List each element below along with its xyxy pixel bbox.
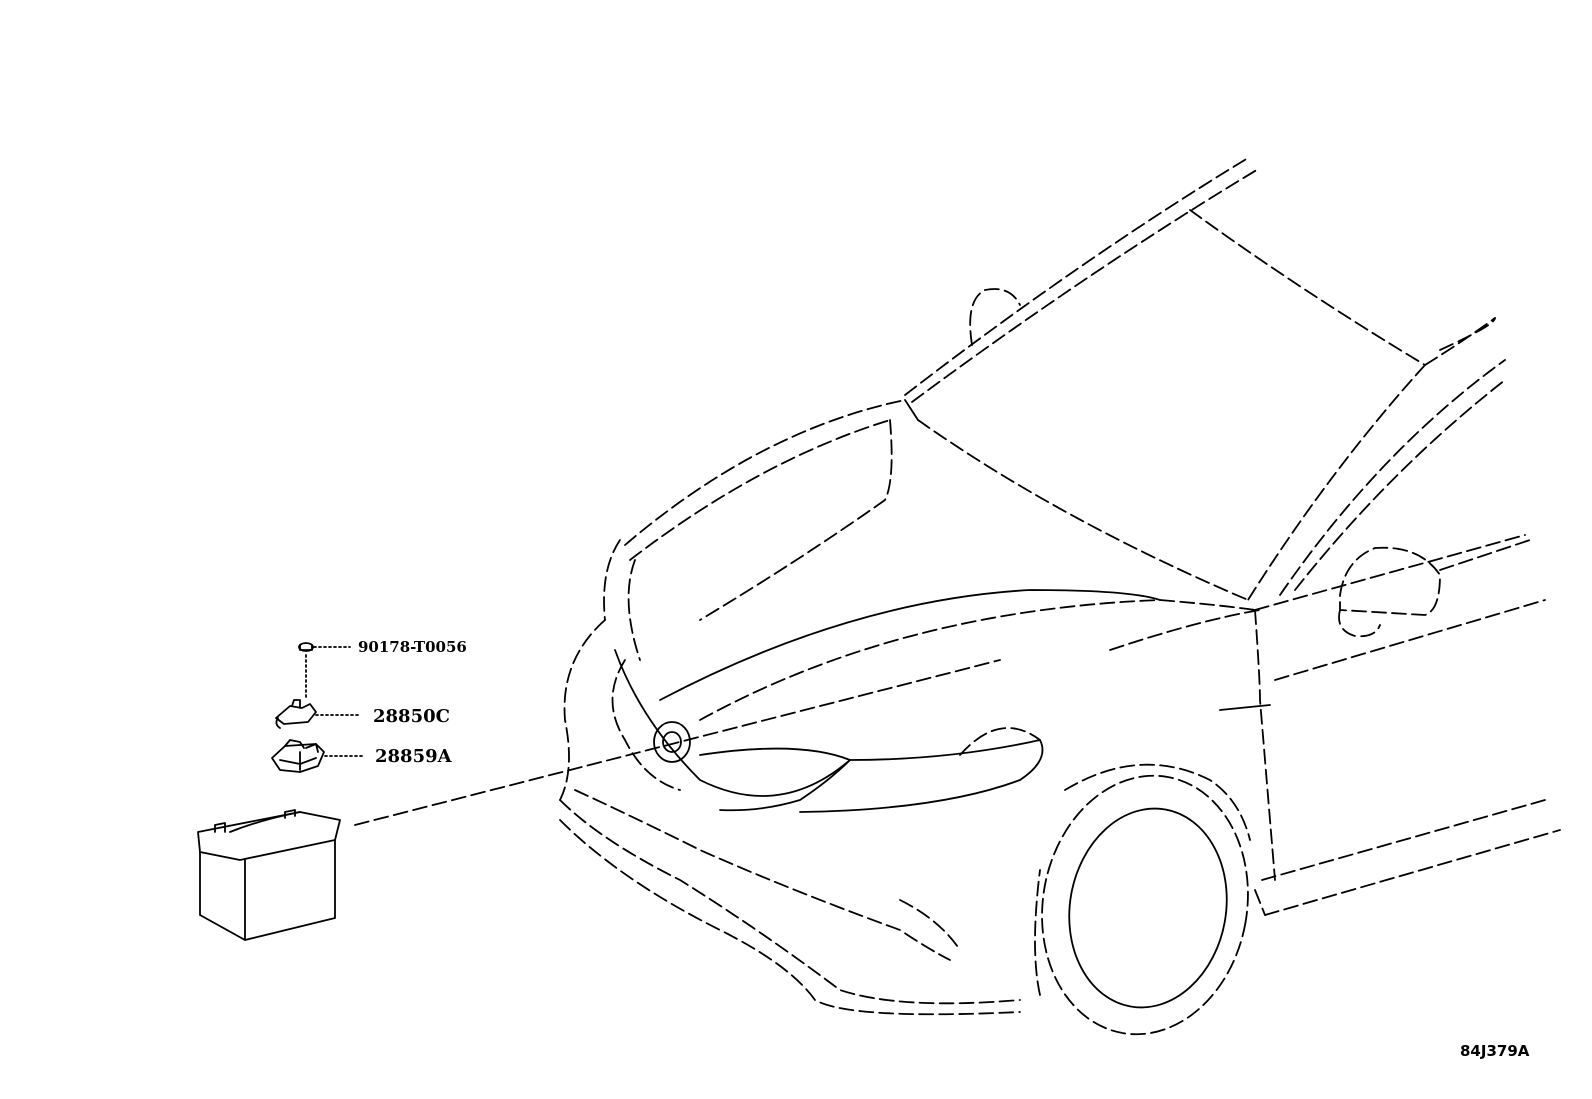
- battery-illustration: [197, 659, 1001, 941]
- part-label-clamp: 28850C: [373, 706, 450, 727]
- part-clamp: [275, 699, 361, 729]
- car-illustration: [559, 157, 1561, 1036]
- part-label-nut: 90178-T0056: [358, 638, 467, 656]
- figure-id-label: 84J379A: [1460, 1042, 1530, 1060]
- part-nut: [298, 642, 351, 701]
- part-label-terminal: 28859A: [375, 746, 453, 767]
- part-terminal: [271, 739, 366, 773]
